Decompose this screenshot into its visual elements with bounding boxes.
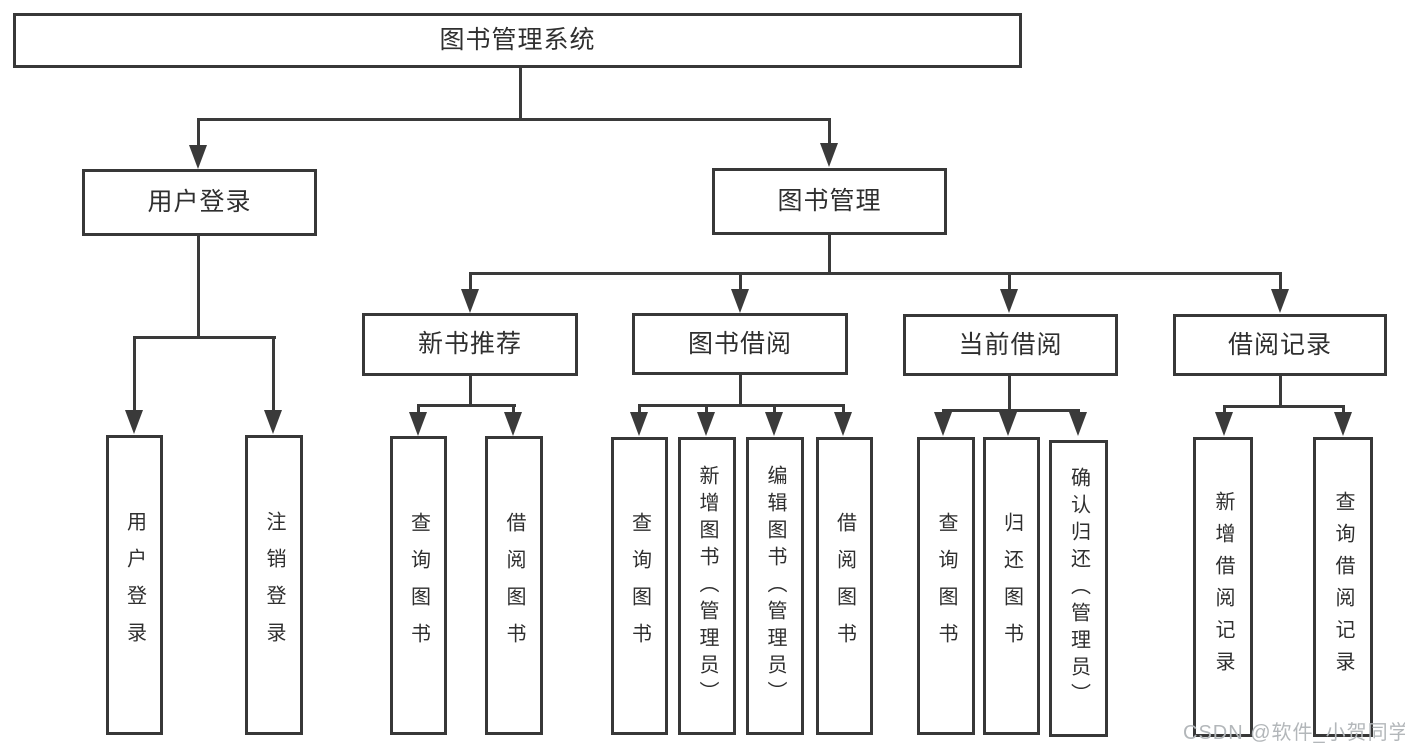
node-new-book-recommend: 新书推荐 [362,313,578,376]
connector-bor-vertical [739,375,742,407]
connector-cur-horizontal [942,409,1080,412]
node-leaf-bor-query-books: 查询图书 [611,437,668,735]
connector-cur-vertical [1008,376,1011,411]
connector-user-login-vertical [197,236,200,339]
connector-book-mgmt-vertical [828,235,831,275]
arrowhead-cur-query-icon [934,412,952,436]
arrowhead-cur-confirm-icon [1069,412,1087,436]
arrowhead-logout-icon [264,410,282,434]
node-leaf-rec-query-books: 查询图书 [390,436,447,735]
arrowhead-book-borrow-icon [731,289,749,313]
connector-root-vertical [519,68,522,120]
node-leaf-logout: 注销登录 [245,435,303,735]
connector-new-book-rec-shaft [469,272,472,292]
arrowhead-current-borrow-icon [1000,289,1018,313]
node-book-borrowing: 图书借阅 [632,313,848,375]
node-leaf-recd-query-record: 查询借阅记录 [1313,437,1373,737]
connector-recd-vertical [1279,376,1282,407]
node-leaf-bor-edit-books-admin: 编辑图书（管理员） [746,437,804,735]
csdn-watermark: CSDN @软件_小贺同学 [1183,722,1405,744]
connector-user-login-shaft [197,118,200,146]
node-leaf-user-login: 用户登录 [106,435,163,735]
arrowhead-login-icon [125,410,143,434]
arrowhead-new-book-rec-icon [461,289,479,313]
arrowhead-bor-edit-icon [765,412,783,436]
connector-user-login-horizontal [133,336,276,339]
connector-level2-horizontal [469,272,1282,275]
arrowhead-cur-return-icon [999,412,1017,436]
arrowhead-rec-borrow-icon [504,412,522,436]
connector-bor-horizontal [638,404,845,407]
connector-borrow-records-shaft [1279,272,1282,292]
connector-book-borrow-shaft [739,272,742,292]
arrowhead-borrow-records-icon [1271,289,1289,313]
connector-login-shaft [133,336,136,414]
node-library-management-system: 图书管理系统 [13,13,1022,68]
connector-rec-horizontal [417,404,516,407]
arrowhead-recd-query-icon [1334,412,1352,436]
node-leaf-recd-add-record: 新增借阅记录 [1193,437,1253,737]
node-user-login: 用户登录 [82,169,317,236]
node-leaf-cur-return-books: 归还图书 [983,437,1040,735]
node-borrowing-records: 借阅记录 [1173,314,1387,376]
arrowhead-bor-add-icon [697,412,715,436]
connector-rec-vertical [469,376,472,407]
node-book-management: 图书管理 [712,168,947,235]
arrowhead-bor-query-icon [630,412,648,436]
node-leaf-bor-borrow-books: 借阅图书 [816,437,873,735]
connector-book-mgmt-shaft [828,118,831,144]
connector-level1-horizontal [197,118,831,121]
node-leaf-bor-add-books-admin: 新增图书（管理员） [678,437,736,735]
arrowhead-book-mgmt-icon [820,143,838,167]
connector-recd-horizontal [1223,405,1345,408]
node-leaf-cur-confirm-return-admin: 确认归还（管理员） [1049,440,1108,737]
connector-logout-shaft [272,336,275,414]
arrowhead-user-login-icon [189,145,207,169]
connector-current-borrow-shaft [1008,272,1011,292]
arrowhead-recd-add-icon [1215,412,1233,436]
arrowhead-rec-query-icon [409,412,427,436]
node-current-borrowing: 当前借阅 [903,314,1118,376]
node-leaf-rec-borrow-books: 借阅图书 [485,436,543,735]
node-leaf-cur-query-books: 查询图书 [917,437,975,735]
arrowhead-bor-borrow-icon [834,412,852,436]
